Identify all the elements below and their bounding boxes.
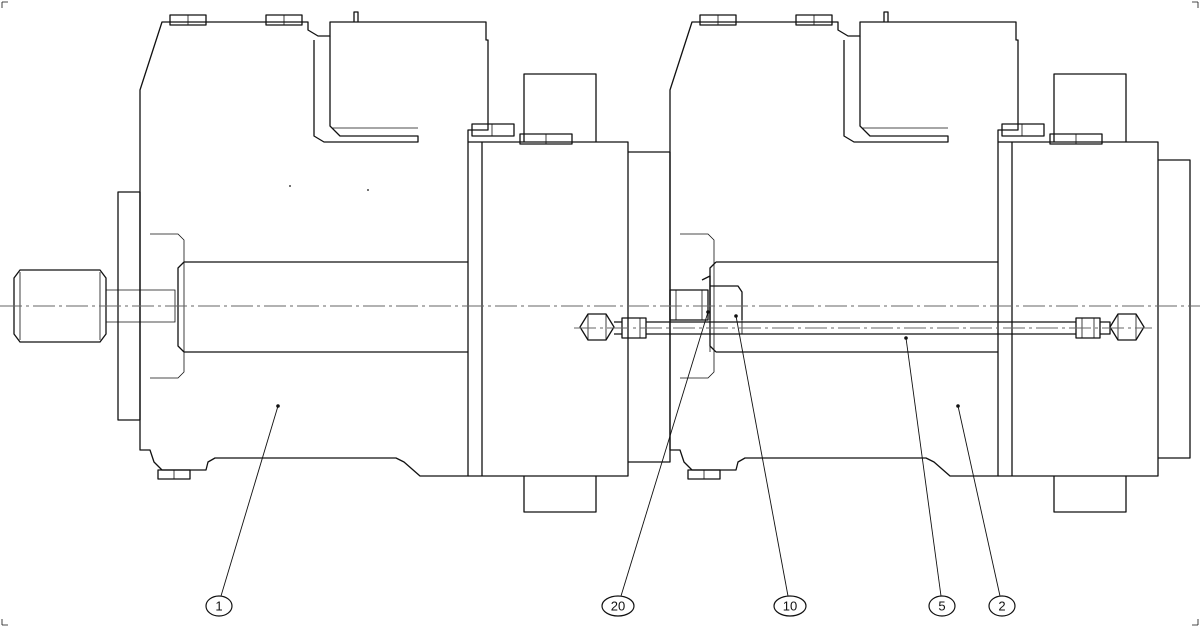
pump-2-cylinder (709, 261, 998, 353)
balloon-10-label: 10 (783, 599, 797, 614)
pump-adapter (628, 151, 671, 463)
balloon-5-label: 5 (938, 599, 945, 614)
coupling-part-20 (669, 289, 709, 321)
right-hex-nut (1109, 313, 1145, 341)
pump-2-cover-bolt (1001, 123, 1045, 137)
connecting-tube (646, 321, 1076, 335)
pump-2-end-cover (998, 141, 1159, 477)
tube-assembly-part-5 (579, 313, 1145, 352)
left-hex-nut (579, 313, 615, 341)
pump-2-bottom-port (1053, 476, 1127, 513)
balloon-2: 2 (988, 595, 1016, 617)
balloon-10: 10 (773, 595, 807, 617)
pump-2-valve-block (843, 36, 949, 143)
balloon-2-label: 2 (998, 599, 1005, 614)
pump-1-end-cover (468, 141, 629, 477)
balloon-1-label: 1 (215, 599, 222, 614)
pump-2-rear-cap (1158, 159, 1191, 459)
pump-2-assembly (669, 11, 1191, 513)
pump-1-cover-bolt (471, 123, 515, 137)
pump-1-cylinder (177, 261, 468, 353)
leader-lines (220, 310, 1001, 597)
balloon-1: 1 (205, 595, 233, 617)
pump-1-top-port (523, 73, 597, 142)
balloon-5: 5 (928, 595, 956, 617)
balloon-20-label: 20 (611, 599, 625, 614)
pump-2-top-port (1053, 73, 1127, 142)
pump-1-threaded-shaft (13, 269, 138, 343)
pump-1-bottom-port (523, 476, 597, 513)
balloon-20: 20 (601, 595, 635, 617)
pump-1-assembly (13, 11, 671, 513)
pump-1-valve-block (313, 36, 419, 143)
